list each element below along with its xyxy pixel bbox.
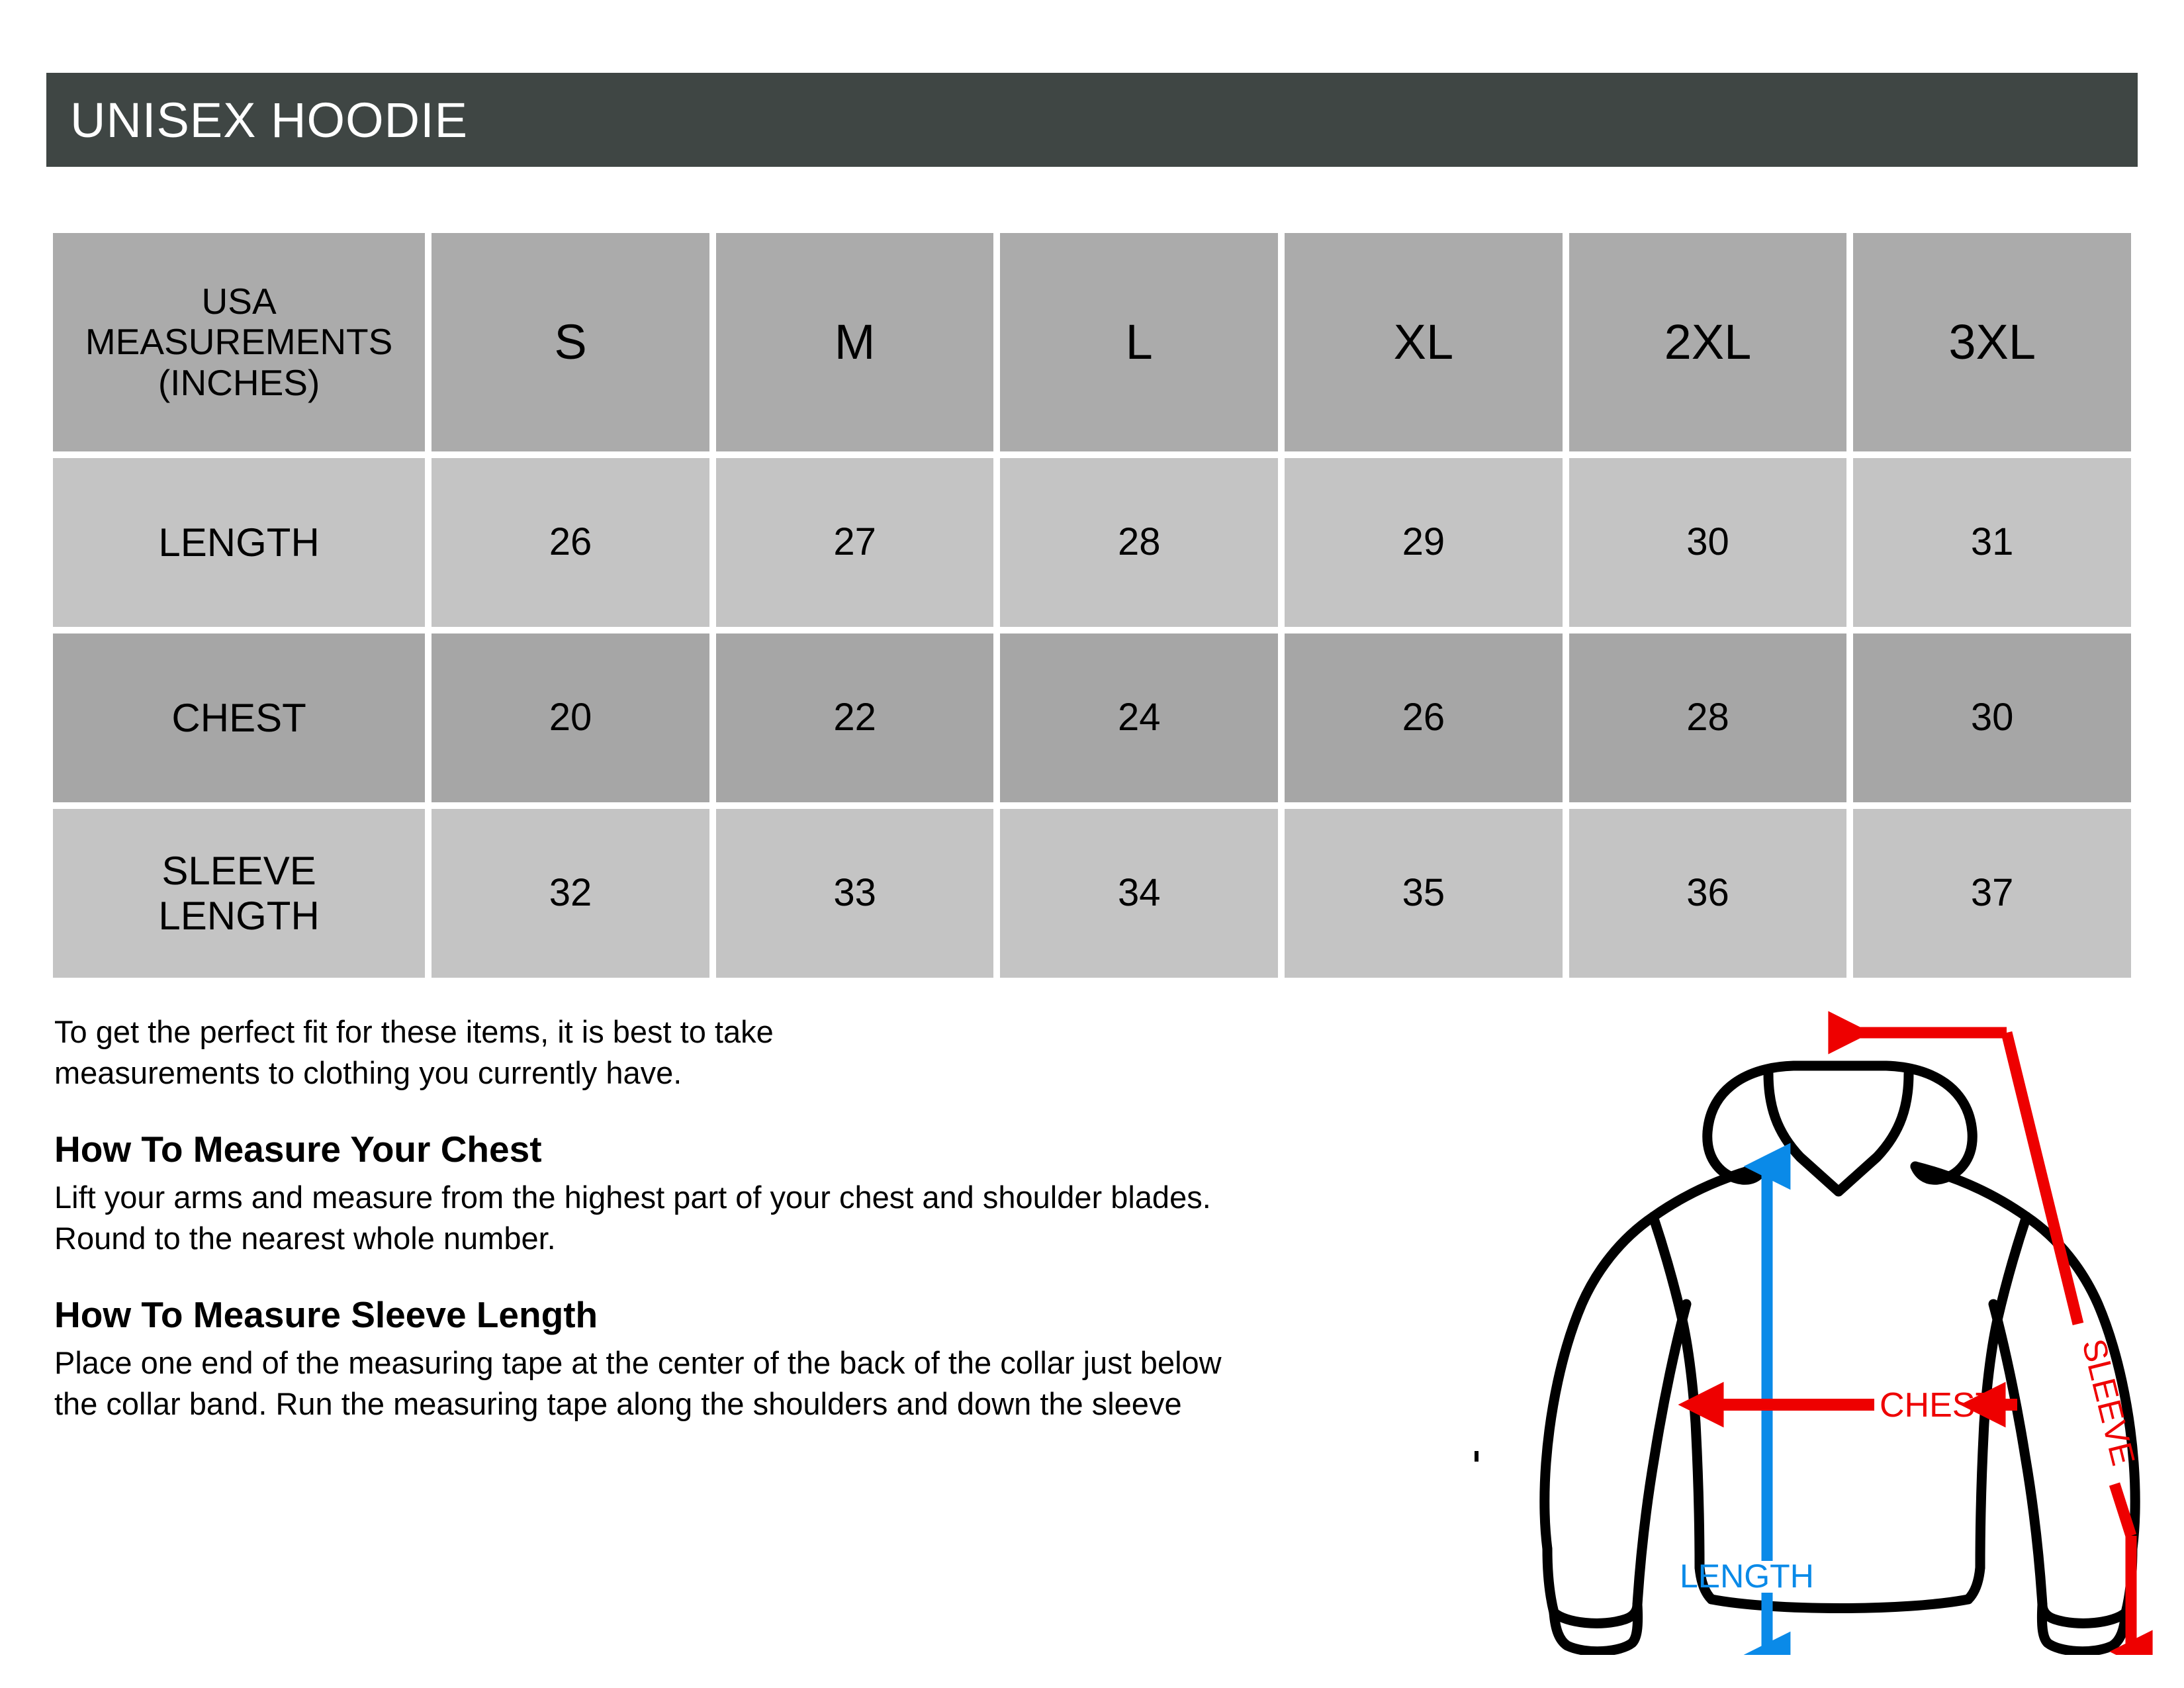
chest-xl: 26 <box>1285 633 1563 802</box>
size-header-3xl: 3XL <box>1853 233 2131 451</box>
chest-2xl: 28 <box>1569 633 1847 802</box>
table-row-length: LENGTH 26 27 28 29 30 31 <box>53 458 2131 627</box>
size-chart-table: USA MEASUREMENTS (INCHES) S M L XL 2XL 3… <box>46 226 2138 984</box>
length-2xl: 30 <box>1569 458 1847 627</box>
length-3xl: 31 <box>1853 458 2131 627</box>
sleeve-label-line-2: LENGTH <box>158 893 320 938</box>
sleeve-3xl: 37 <box>1853 809 2131 978</box>
page-title: UNISEX HOODIE <box>70 92 468 148</box>
sleeve-body-line-1: Place one end of the measuring tape at t… <box>54 1345 1222 1381</box>
sleeve-body-line-2: the collar band. Run the measuring tape … <box>54 1386 1182 1422</box>
hoodie-diagram: LENGTH CHEST <box>1509 993 2171 1655</box>
chest-l: 24 <box>1000 633 1279 802</box>
sleeve-arrow-icon <box>1828 1011 2153 1655</box>
sleeve-section-heading: How To Measure Sleeve Length <box>54 1294 598 1336</box>
chest-section-body: Lift your arms and measure from the high… <box>54 1177 1543 1259</box>
length-s: 26 <box>432 458 709 627</box>
table-row-chest: CHEST 20 22 24 26 28 30 <box>53 633 2131 802</box>
sleeve-label-line-1: SLEEVE <box>161 849 316 894</box>
row-label-sleeve-length: SLEEVE LENGTH <box>53 809 426 978</box>
chest-section-heading: How To Measure Your Chest <box>54 1129 542 1170</box>
chest-body-line-1: Lift your arms and measure from the high… <box>54 1180 1211 1215</box>
table-header-row: USA MEASUREMENTS (INCHES) S M L XL 2XL 3… <box>53 233 2131 451</box>
size-header-m: M <box>715 233 994 451</box>
chest-s: 20 <box>432 633 709 802</box>
size-header-l: L <box>1000 233 1279 451</box>
chest-body-line-2: Round to the nearest whole number. <box>54 1221 556 1256</box>
corner-label-cell: USA MEASUREMENTS (INCHES) <box>53 233 426 451</box>
sleeve-l: 34 <box>1000 809 1279 978</box>
sleeve-label: SLEEVE <box>2075 1335 2142 1469</box>
chest-label: CHEST <box>1880 1386 1996 1425</box>
table-row-sleeve-length: SLEEVE LENGTH 32 33 34 35 36 37 <box>53 809 2131 978</box>
size-header-xl: XL <box>1285 233 1563 451</box>
intro-paragraph: To get the perfect fit for these items, … <box>54 1011 1543 1094</box>
sleeve-xl: 35 <box>1285 809 1563 978</box>
sleeve-m: 33 <box>715 809 994 978</box>
length-xl: 29 <box>1285 458 1563 627</box>
hoodie-outline-icon <box>1539 1060 2140 1655</box>
chest-m: 22 <box>715 633 994 802</box>
length-l: 28 <box>1000 458 1279 627</box>
sleeve-section-body: Place one end of the measuring tape at t… <box>54 1342 1543 1425</box>
intro-line-1: To get the perfect fit for these items, … <box>54 1014 774 1049</box>
title-bar: UNISEX HOODIE <box>46 73 2138 167</box>
sleeve-2xl: 36 <box>1569 809 1847 978</box>
size-header-2xl: 2XL <box>1569 233 1847 451</box>
length-label: LENGTH <box>1680 1558 1814 1595</box>
size-header-s: S <box>432 233 709 451</box>
stray-mark <box>1475 1451 1479 1462</box>
row-label-chest: CHEST <box>53 633 426 802</box>
sleeve-s: 32 <box>432 809 709 978</box>
corner-label-line-1: USA <box>201 280 277 322</box>
length-m: 27 <box>715 458 994 627</box>
row-label-length: LENGTH <box>53 458 426 627</box>
corner-label-line-3: (INCHES) <box>158 361 320 403</box>
instructions-block: To get the perfect fit for these items, … <box>54 1011 1543 1425</box>
corner-label-line-2: MEASUREMENTS <box>85 321 393 363</box>
intro-line-2: measurements to clothing you currently h… <box>54 1055 682 1091</box>
chest-3xl: 30 <box>1853 633 2131 802</box>
